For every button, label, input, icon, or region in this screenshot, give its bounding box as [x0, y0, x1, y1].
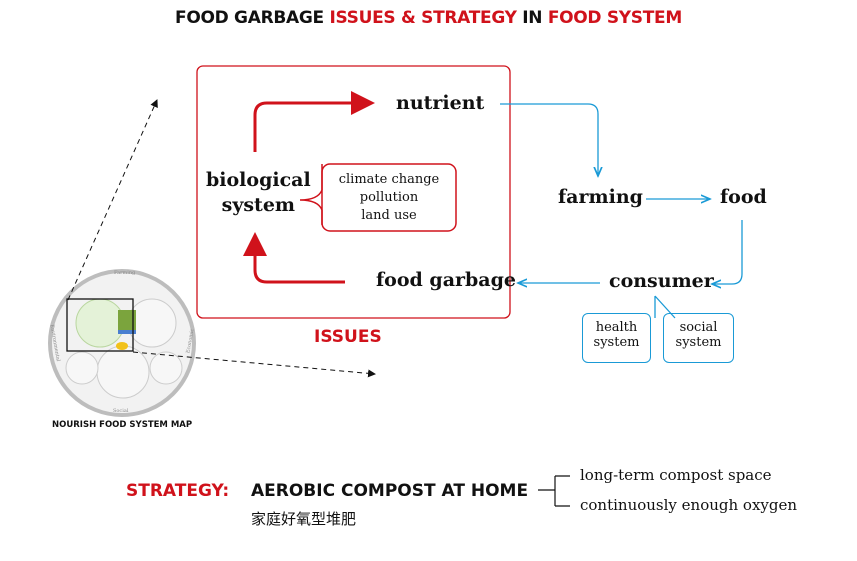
issue-climate-change: climate change	[338, 172, 440, 187]
strategy-option-oxygen: continuously enough oxygen	[580, 496, 798, 514]
map-label-farming: Farming	[114, 270, 136, 276]
node-biological-line2: system	[221, 194, 296, 216]
arrow-food-to-consumer	[712, 220, 743, 284]
node-food-garbage: food garbage	[376, 269, 516, 291]
issues-callout	[321, 163, 457, 232]
social-line2: system	[675, 335, 722, 350]
node-biological-line1: biological	[206, 169, 311, 191]
strategy-subtitle-cn: 家庭好氧型堆肥	[251, 510, 357, 528]
zoom-line-right	[132, 351, 376, 378]
strategy-title: AEROBIC COMPOST AT HOME	[251, 481, 529, 501]
issue-land-use: land use	[361, 208, 417, 223]
social-line1: social	[679, 320, 718, 335]
zoom-line-up	[67, 99, 158, 301]
health-line2: system	[593, 335, 640, 350]
food-system-map-image	[48, 269, 196, 417]
arrow-garbage-to-bio	[243, 232, 345, 284]
node-biological-system: biological system	[206, 168, 311, 218]
issues-frame	[196, 65, 511, 319]
node-consumer: consumer	[609, 270, 714, 292]
issues-list: climate change pollution land use	[322, 171, 456, 225]
node-nutrient: nutrient	[396, 92, 485, 114]
arrow-nutrient-to-farming	[500, 103, 598, 176]
bracket-consumer	[654, 295, 676, 319]
node-food: food	[720, 186, 767, 208]
issues-label: ISSUES	[314, 327, 382, 347]
health-line1: health	[595, 320, 638, 335]
strategy-bracket	[538, 475, 570, 507]
strategy-label: STRATEGY:	[126, 481, 230, 501]
issue-pollution: pollution	[359, 190, 419, 205]
arrow-bio-to-nutrient	[253, 91, 375, 152]
map-caption: NOURISH FOOD SYSTEM MAP	[52, 420, 193, 430]
strategy-option-space: long-term compost space	[580, 466, 772, 484]
page-title: FOOD GARBAGE ISSUES & STRATEGY IN FOOD S…	[175, 8, 682, 28]
node-farming: farming	[558, 186, 643, 208]
map-label-social: Social	[113, 408, 129, 414]
